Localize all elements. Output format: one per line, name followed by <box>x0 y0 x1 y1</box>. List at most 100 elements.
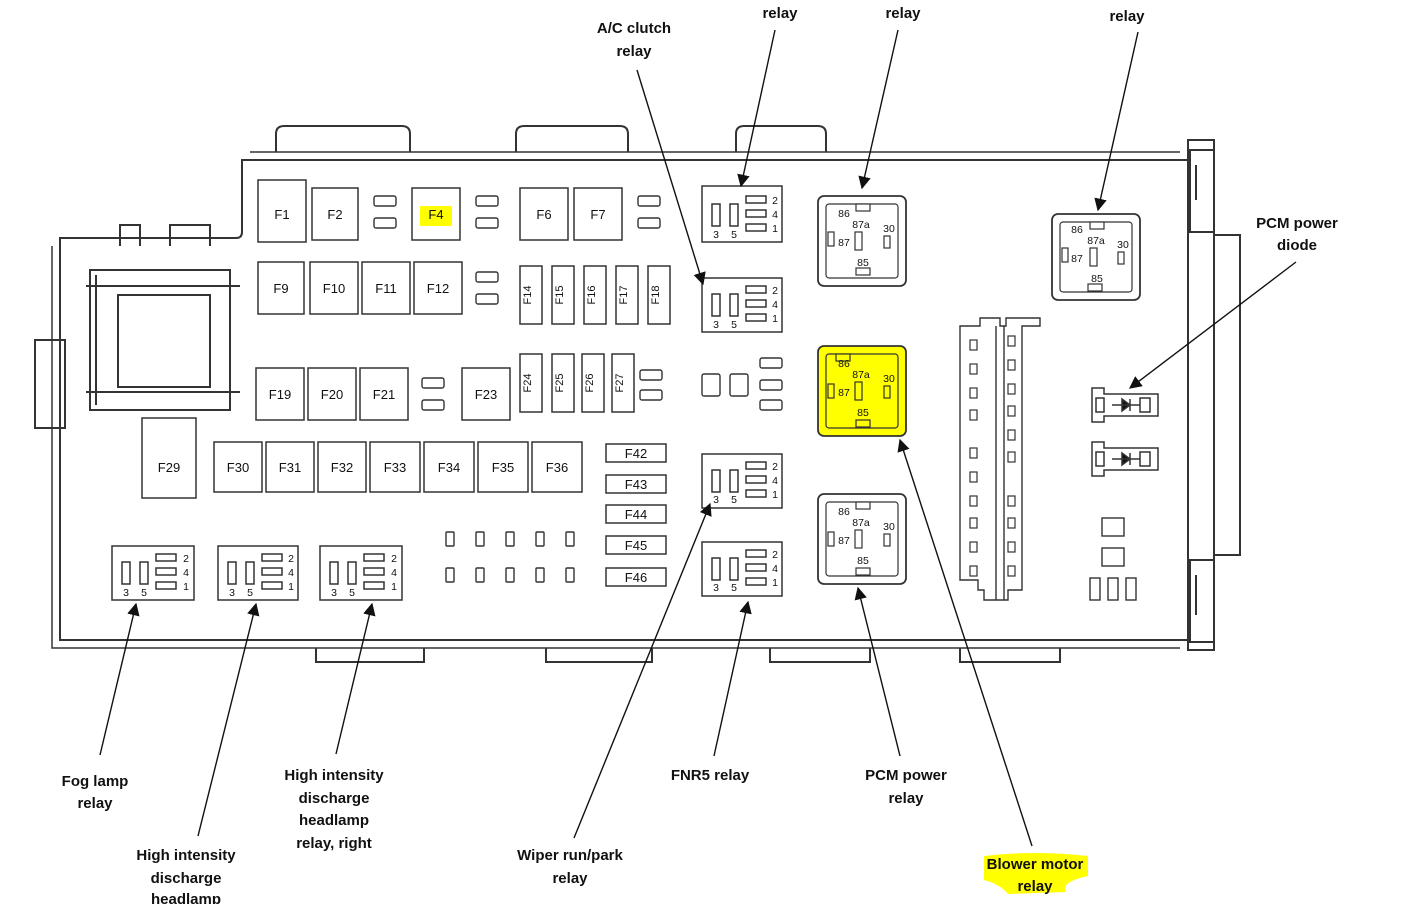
svg-text:87: 87 <box>838 535 850 547</box>
ac-clutch-relay: 2 4 1 3 5 <box>701 277 783 333</box>
fuse-f42: F42 <box>605 443 667 463</box>
fuse-f4-label: F4 <box>428 207 443 222</box>
svg-text:F30: F30 <box>227 460 249 475</box>
svg-text:F6: F6 <box>536 207 551 222</box>
svg-text:30: 30 <box>883 223 895 235</box>
svg-text:4: 4 <box>772 299 778 311</box>
svg-text:discharge: discharge <box>299 790 370 807</box>
svg-text:F45: F45 <box>625 538 647 553</box>
svg-text:4: 4 <box>772 475 778 487</box>
svg-text:30: 30 <box>883 521 895 533</box>
diode-icon <box>1091 441 1159 477</box>
svg-text:F10: F10 <box>323 281 345 296</box>
hid-headlamp-right-label: High intensity <box>284 767 384 784</box>
svg-text:3: 3 <box>713 582 719 594</box>
svg-text:F23: F23 <box>475 387 497 402</box>
pcm-power-relay-right: 86 87a 87 30 85 <box>1051 213 1141 301</box>
fuse-f21: F21 <box>359 367 409 421</box>
top-relay-label-b: relay <box>885 5 921 22</box>
svg-text:F15: F15 <box>554 286 566 305</box>
svg-text:headlamp: headlamp <box>151 891 221 904</box>
wiper-run-park-relay-label: Wiper run/park <box>517 847 623 864</box>
pcm-power-relay-bottom: 86 87a 87 30 85 <box>817 493 907 585</box>
svg-text:85: 85 <box>1091 273 1103 285</box>
fuse-f10: F10 <box>309 261 359 315</box>
fuse-f45: F45 <box>605 535 667 555</box>
diode-icon <box>1091 387 1159 423</box>
svg-text:F31: F31 <box>279 460 301 475</box>
fog-lamp-relay-label: Fog lamp <box>62 773 129 790</box>
top-relay-label-a: relay <box>762 5 798 22</box>
svg-text:4: 4 <box>288 567 294 579</box>
svg-text:87a: 87a <box>852 369 870 381</box>
fuse-f34: F34 <box>423 441 475 493</box>
large-relays: 86 87a 87 30 85 86 87a 87 30 85 <box>817 195 1141 585</box>
svg-text:5: 5 <box>731 582 737 594</box>
svg-text:5: 5 <box>731 494 737 506</box>
fuse-f43: F43 <box>605 474 667 494</box>
fuse-f46: F46 <box>605 567 667 587</box>
svg-text:85: 85 <box>857 555 869 567</box>
svg-text:2: 2 <box>391 553 397 565</box>
svg-text:F35: F35 <box>492 460 514 475</box>
svg-text:F43: F43 <box>625 477 647 492</box>
svg-text:1: 1 <box>288 581 294 593</box>
svg-text:F2: F2 <box>327 207 342 222</box>
svg-text:4: 4 <box>772 209 778 221</box>
svg-text:F29: F29 <box>158 460 180 475</box>
fuse-f33: F33 <box>369 441 421 493</box>
svg-text:5: 5 <box>247 587 253 599</box>
svg-text:86: 86 <box>838 358 850 370</box>
fuse-f20: F20 <box>307 367 357 421</box>
svg-text:diode: diode <box>1277 237 1317 254</box>
blower-motor-relay: 86 87a 87 30 85 <box>817 345 907 437</box>
fuse-f26: F26 <box>581 353 605 413</box>
svg-text:87: 87 <box>1071 253 1083 265</box>
svg-text:F12: F12 <box>427 281 449 296</box>
svg-text:relay: relay <box>1017 878 1053 895</box>
svg-text:F27: F27 <box>614 374 626 393</box>
fnr5-relay-label: FNR5 relay <box>671 767 750 784</box>
svg-text:F46: F46 <box>625 570 647 585</box>
fuse-f23: F23 <box>461 367 511 421</box>
svg-text:85: 85 <box>857 257 869 269</box>
fuse-f6: F6 <box>519 187 569 241</box>
svg-text:2: 2 <box>772 461 778 473</box>
svg-text:F42: F42 <box>625 446 647 461</box>
svg-text:2: 2 <box>772 549 778 561</box>
svg-text:3: 3 <box>713 229 719 241</box>
top-relay-label-c: relay <box>1109 8 1145 25</box>
connector-pins <box>969 335 1016 577</box>
small-relays: 2 4 1 3 5 2 4 1 3 5 2 4 1 3 5 <box>111 185 783 601</box>
fuse-f17: F17 <box>615 265 639 325</box>
svg-text:F21: F21 <box>373 387 395 402</box>
fuses: F1 F2 F4 F6 F7 F9 F10 F11 F12 F19 F20 F2… <box>141 179 671 587</box>
svg-text:F19: F19 <box>269 387 291 402</box>
svg-text:F7: F7 <box>590 207 605 222</box>
svg-text:F34: F34 <box>438 460 460 475</box>
fuse-box-housing <box>34 125 1241 663</box>
svg-text:F44: F44 <box>625 507 647 522</box>
svg-text:2: 2 <box>772 285 778 297</box>
fuse-f32: F32 <box>317 441 367 493</box>
fuse-f31: F31 <box>265 441 315 493</box>
pcm-power-relay-label: PCM power <box>865 767 947 784</box>
svg-text:F17: F17 <box>618 286 630 305</box>
fuse-f29: F29 <box>141 417 197 499</box>
svg-text:2: 2 <box>772 195 778 207</box>
svg-text:87: 87 <box>838 237 850 249</box>
fuse-f15: F15 <box>551 265 575 325</box>
fuse-f24: F24 <box>519 353 543 413</box>
svg-text:1: 1 <box>772 489 778 501</box>
hid-headlamp-relay-left: 2 4 1 3 5 <box>217 545 299 601</box>
svg-text:1: 1 <box>391 581 397 593</box>
svg-text:F32: F32 <box>331 460 353 475</box>
fuse-f1-label: F1 <box>274 207 289 222</box>
svg-text:1: 1 <box>772 223 778 235</box>
relay-top-small: 2 4 1 3 5 <box>701 185 783 243</box>
svg-text:4: 4 <box>772 563 778 575</box>
svg-text:86: 86 <box>838 506 850 518</box>
spare-slots <box>373 195 1137 601</box>
fnr5-relay: 2 4 1 3 5 <box>701 541 783 597</box>
